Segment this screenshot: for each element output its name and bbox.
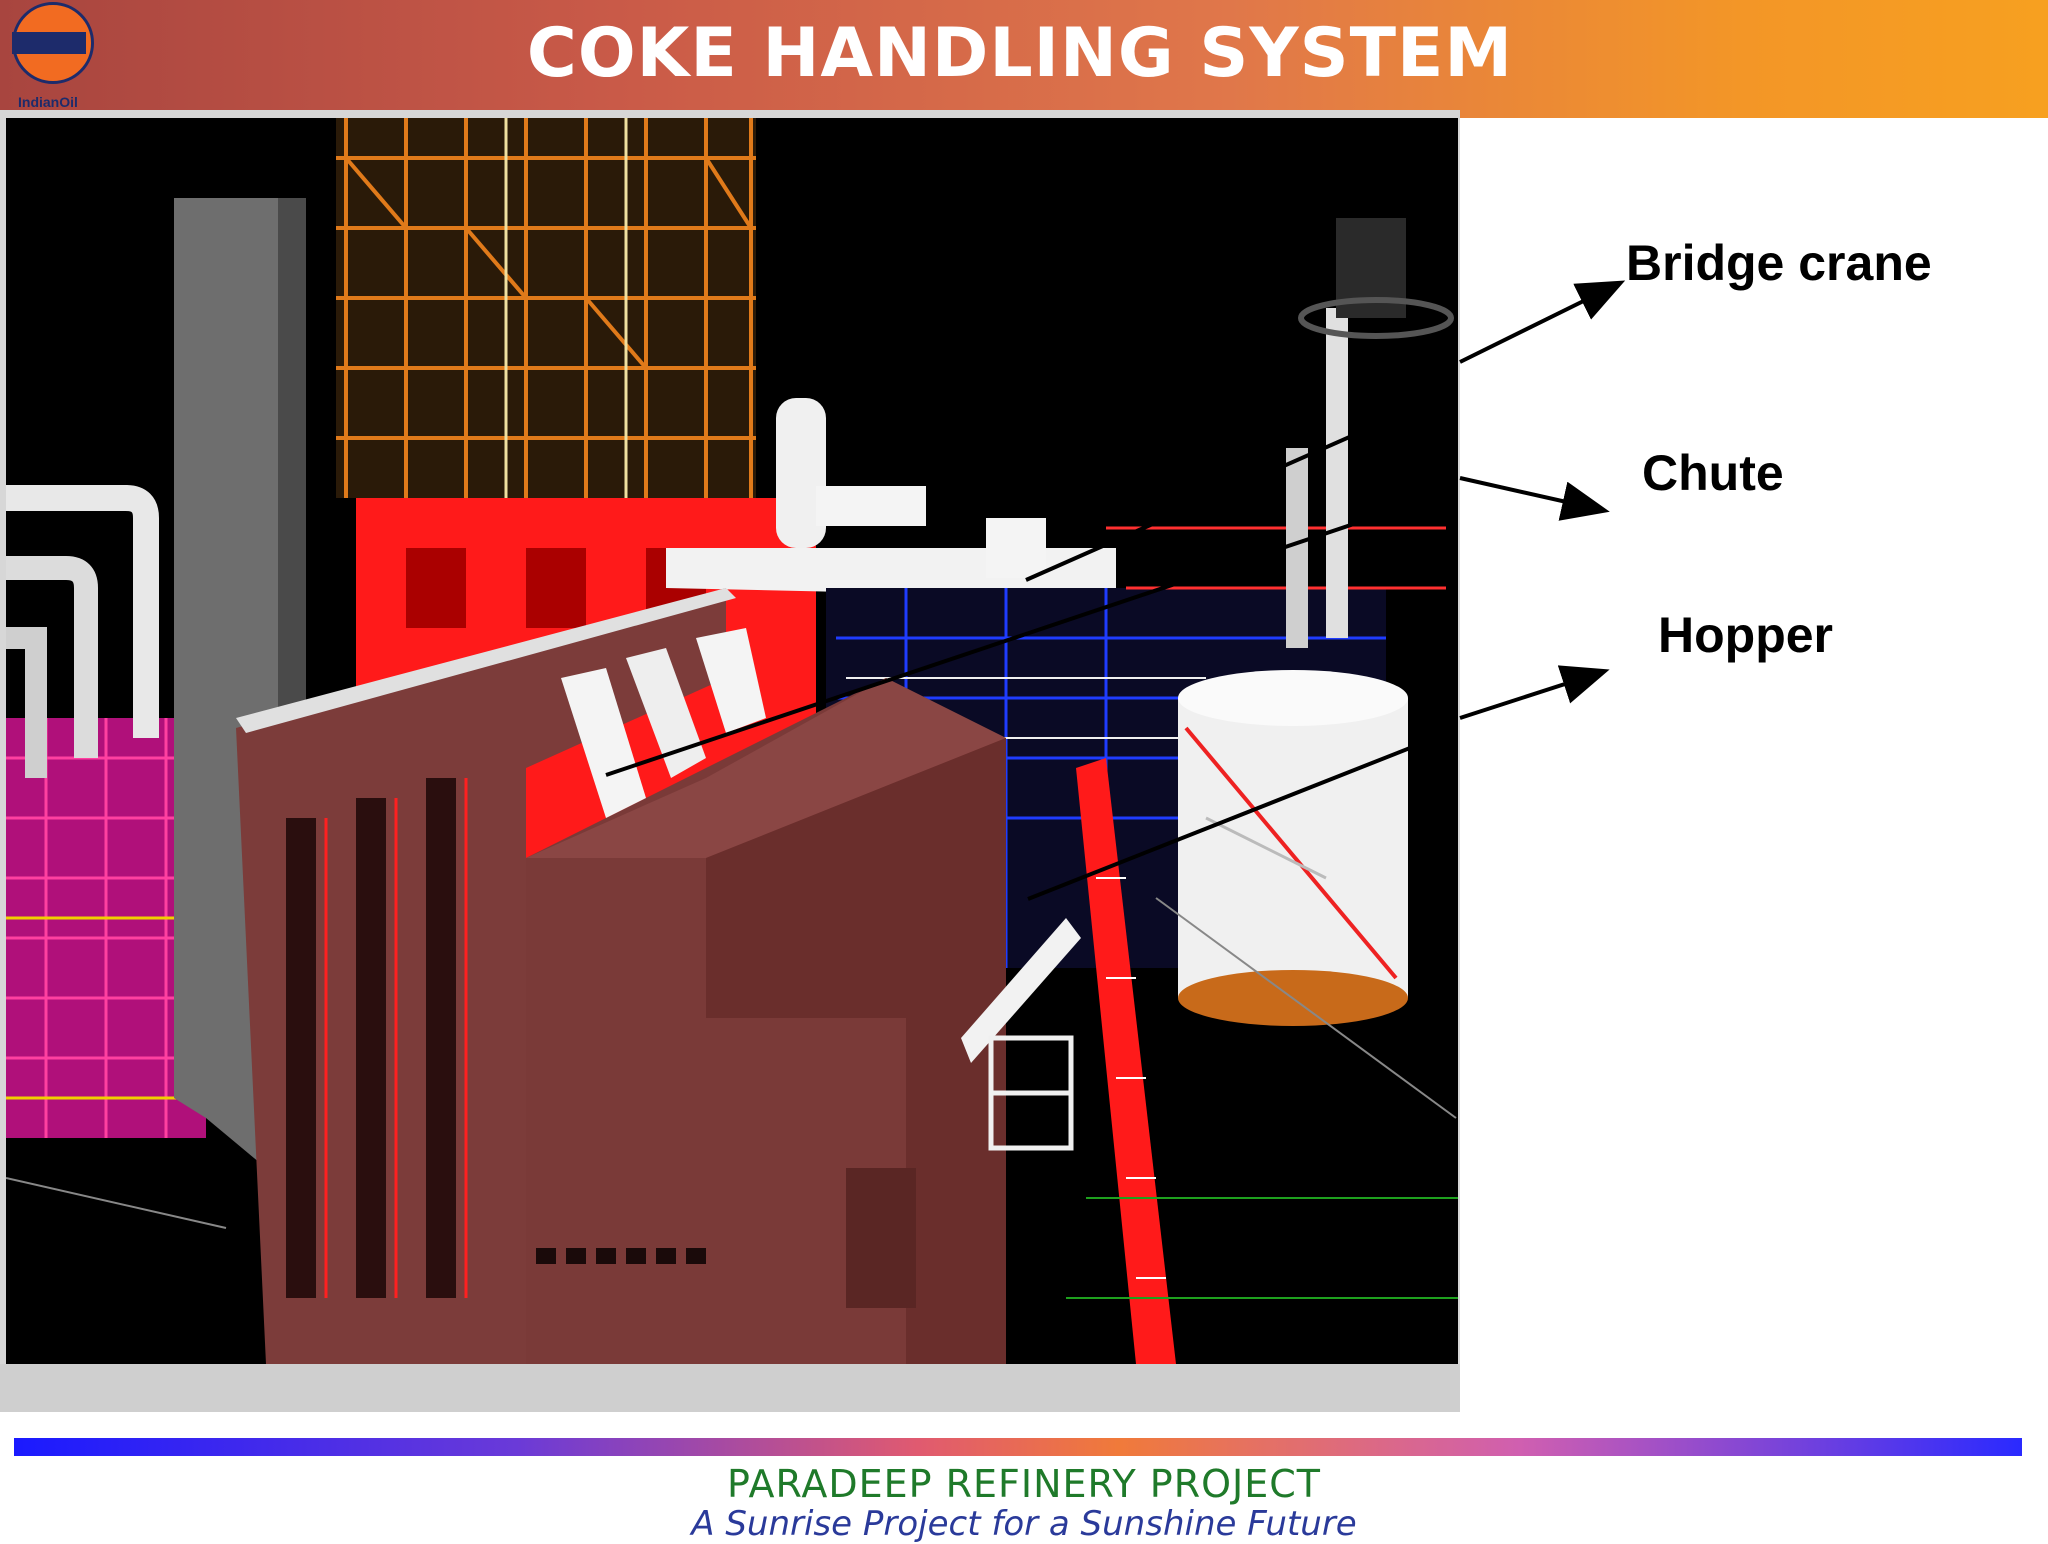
footer-subtitle: A Sunrise Project for a Sunshine Future xyxy=(691,1504,1357,1544)
plant-3d-render xyxy=(6,118,1458,1364)
bridge-crane-label: Bridge crane xyxy=(1626,235,1932,291)
indianoil-logo-icon: IndianOil xyxy=(8,2,100,110)
logo-label: IndianOil xyxy=(18,94,78,110)
hopper-arrow xyxy=(1459,665,1610,720)
bridge-crane-arrow xyxy=(1459,280,1626,364)
logo-band xyxy=(12,32,86,54)
hopper-label: Hopper xyxy=(1658,607,1833,663)
model-viewport xyxy=(0,110,1460,1412)
plant-illustration xyxy=(6,118,1458,1364)
chute-arrow xyxy=(1459,476,1610,521)
footer-gradient-bar xyxy=(14,1438,2022,1456)
footer-title: PARADEEP REFINERY PROJECT xyxy=(727,1462,1321,1506)
page-title: COKE HANDLING SYSTEM xyxy=(526,14,1514,93)
viewer-statusbar xyxy=(0,1364,1460,1412)
slide-header: IndianOil COKE HANDLING SYSTEM xyxy=(0,0,2048,118)
chute-label: Chute xyxy=(1642,445,1784,501)
